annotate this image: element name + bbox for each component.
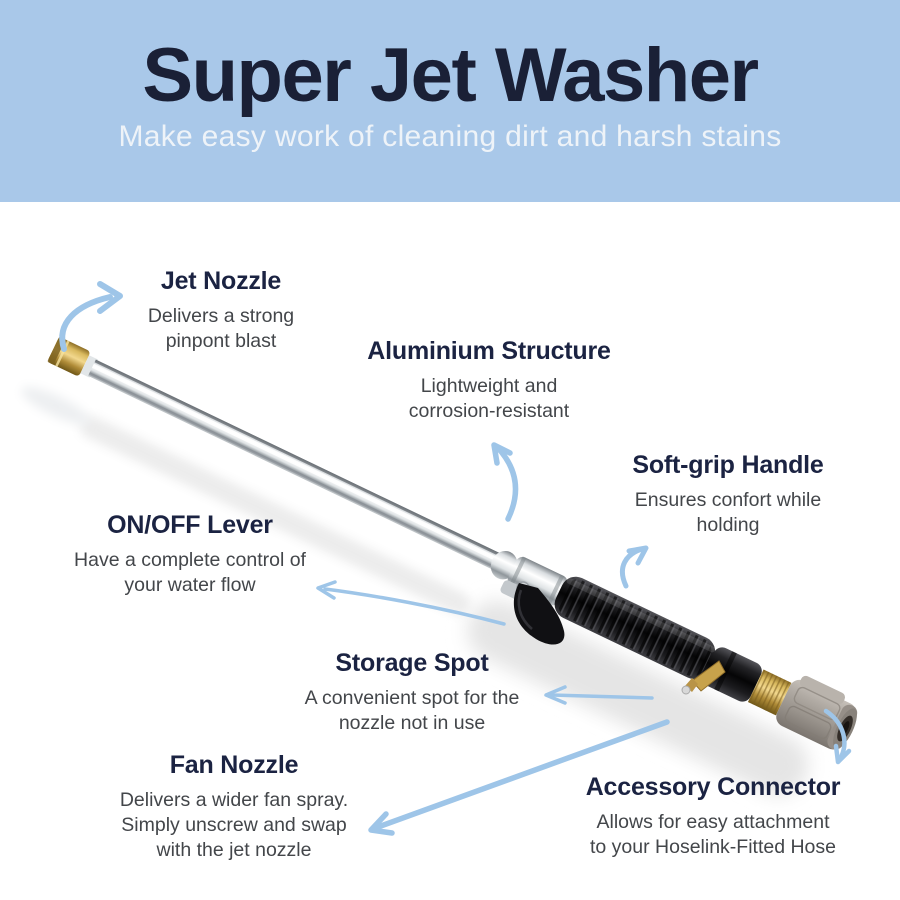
callout-desc: Allows for easy attachment to your Hosel… <box>589 811 837 858</box>
header-banner: Super Jet Washer Make easy work of clean… <box>0 0 900 202</box>
callout-title: Soft-grip Handle <box>632 451 824 479</box>
stored-nozzle <box>681 660 726 695</box>
callout-desc: Lightweight and corrosion-resistant <box>408 375 570 422</box>
callout-on-off-lever: ON/OFF Lever Have a complete control of … <box>74 511 306 598</box>
callout-storage-spot: Storage Spot A convenient spot for the n… <box>305 649 520 736</box>
callout-desc: Have a complete control of your water fl… <box>74 549 306 596</box>
callout-title: Fan Nozzle <box>169 751 299 779</box>
callout-desc: Ensures confort while holding <box>634 489 822 536</box>
callout-title: Storage Spot <box>335 649 489 677</box>
callout-accessory-connector: Accessory Connector Allows for easy atta… <box>586 773 841 860</box>
callout-desc: Delivers a strong pinpont blast <box>147 305 295 352</box>
callout-title: Aluminium Structure <box>367 337 611 365</box>
callout-soft-grip-handle: Soft-grip Handle Ensures confort while h… <box>632 451 823 538</box>
fan-arrow <box>368 719 670 836</box>
callout-title: Jet Nozzle <box>160 267 282 295</box>
callout-jet-nozzle: Jet Nozzle Delivers a strong pinpont bla… <box>148 267 294 354</box>
page-subtitle: Make easy work of cleaning dirt and hars… <box>118 119 782 153</box>
accessory-arrow <box>823 708 852 765</box>
softgrip-arrow <box>619 545 649 589</box>
aluminium-arrow <box>491 442 519 522</box>
storage-arrow <box>544 685 654 705</box>
callout-desc: Delivers a wider fan spray. Simply unscr… <box>119 789 349 861</box>
callout-aluminium-structure: Aluminium Structure Lightweight and corr… <box>367 337 611 424</box>
onoff-arrow <box>316 580 506 626</box>
jet-nozzle-arrow <box>59 281 123 352</box>
callout-desc: A convenient spot for the nozzle not in … <box>304 687 520 734</box>
callout-fan-nozzle: Fan Nozzle Delivers a wider fan spray. S… <box>120 751 348 863</box>
callout-title: ON/OFF Lever <box>107 511 273 539</box>
washer-wand <box>47 337 858 750</box>
on-off-lever-part <box>513 581 565 645</box>
callout-title: Accessory Connector <box>585 773 841 801</box>
page-title: Super Jet Washer <box>142 33 759 118</box>
